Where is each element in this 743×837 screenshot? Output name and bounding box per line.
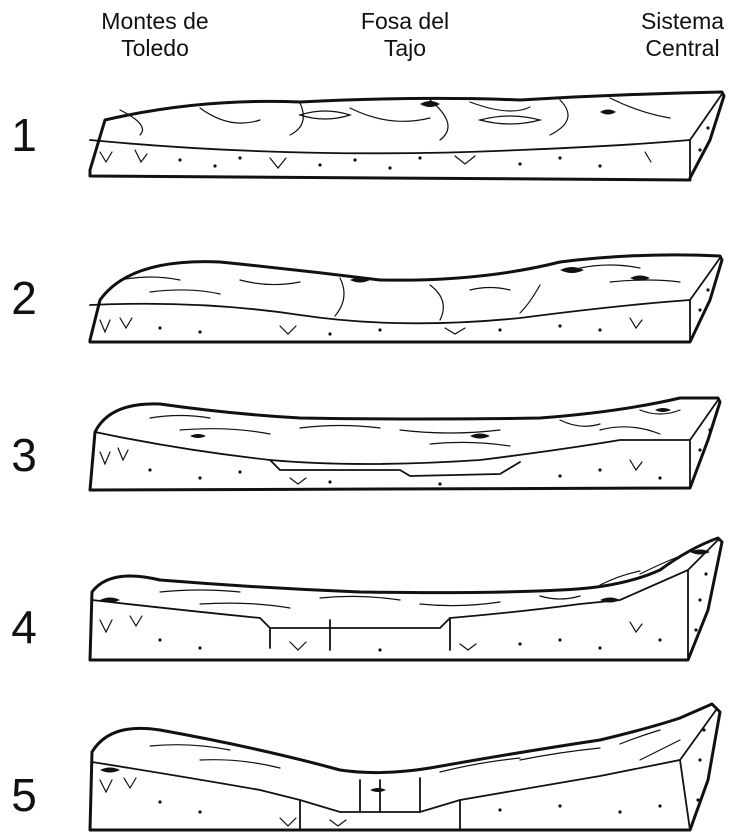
block-diagram-stage-4 — [90, 538, 722, 660]
block-diagram-stage-3 — [90, 398, 720, 490]
block-diagram-stage-2 — [90, 255, 722, 342]
block-diagram-stage-1 — [90, 92, 724, 180]
block-diagram-stage-5 — [90, 704, 720, 830]
